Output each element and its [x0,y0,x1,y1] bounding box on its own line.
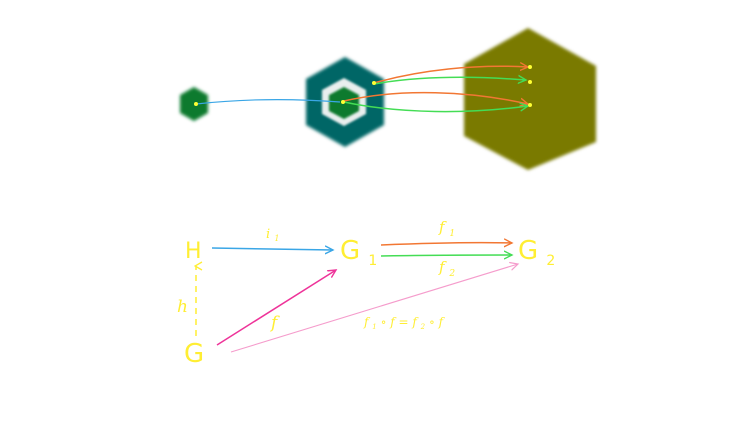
label-G2-sub: 2 [546,253,555,269]
arrow-f1-picture-lower [343,91,528,104]
dot-h [194,102,198,106]
arrow-f [216,270,336,346]
arrow-f2-picture-lower [343,101,528,113]
arrow-i1 [211,248,333,250]
label-G1-base: G [340,236,360,266]
dot-g2-c [528,103,532,107]
commutative-diagram: H G 1 G 2 G i 1 f 1 f 2 h f f 1 ∘ f = f [177,218,555,369]
label-f1-base: f [438,218,447,236]
label-G1: G 1 [340,236,377,269]
label-i1-base: i [266,227,270,242]
arrow-composite [230,264,518,353]
label-f1-sub: 1 [449,229,455,239]
hexagon-picture [180,28,596,170]
arrow-f1 [380,243,512,245]
arrow-f2 [380,255,512,256]
label-G2: G 2 [518,236,555,269]
label-equation: f 1 ∘ f = f 2 ∘ f [363,315,446,332]
label-G1-sub: 1 [368,253,377,269]
dot-g2-a [528,65,532,69]
eq-rhs: ∘ f [429,315,446,329]
arrow-i1-picture [195,99,341,105]
dot-g1-center [341,100,345,104]
eq-lhs-sub: 1 [372,323,376,331]
label-H: H [185,239,202,264]
eq-mid: ∘ f = f [381,315,420,329]
eq-lhs-base: f [363,315,371,329]
label-f2-base: f [438,258,447,276]
label-G2-base: G [518,236,538,266]
eq-mid-sub: 2 [420,323,426,331]
arrow-f1-picture-upper [373,66,528,84]
label-G: G [184,339,204,369]
label-f2: f 2 [438,258,455,279]
label-f: f [269,313,280,333]
large-hexagon [464,28,596,170]
label-f2-sub: 2 [448,269,455,279]
label-h: h [177,297,188,317]
dot-g1-edge [372,81,376,85]
dot-g2-b [528,80,532,84]
arrow-f2-picture-upper [373,77,526,85]
label-f1: f 1 [438,218,455,239]
label-i1: i 1 [266,227,279,243]
label-i1-sub: 1 [274,234,279,243]
